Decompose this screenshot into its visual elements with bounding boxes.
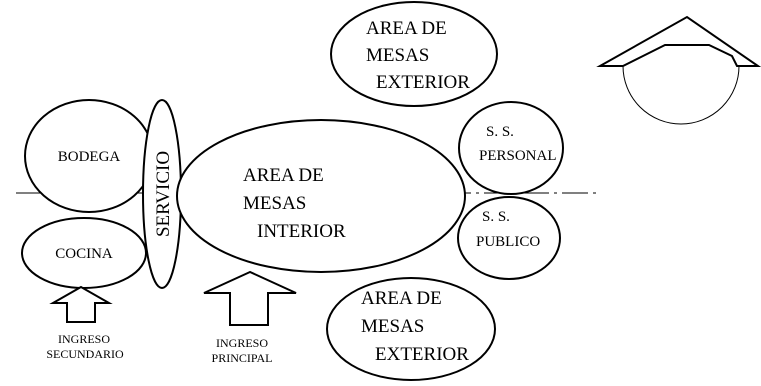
ss-personal-line2: PERSONAL [479,148,557,164]
exterior-top-line3: EXTERIOR [376,72,470,93]
exterior-bottom-line3: EXTERIOR [375,344,469,365]
exterior-bottom-line1: AREA DE [361,288,442,309]
interior-line1: AREA DE [243,165,324,186]
cocina-label: COCINA [55,246,113,262]
bodega-label: BODEGA [58,149,121,165]
zone-exterior-top: AREA DE MESAS EXTERIOR [330,1,498,107]
exterior-top-bubble [330,1,498,107]
ss-personal-bubble [458,101,564,195]
ss-publico-line1: S. S. [482,209,510,225]
secondary-entrance-arrow [49,285,113,323]
ss-personal-line1: S. S. [486,124,514,140]
servicio-label: SERVICIO [153,151,174,237]
roof-symbol-circle [622,65,740,125]
interior-line2: MESAS [243,193,306,214]
main-entrance-line1: INGRESO [216,336,268,350]
roof-symbol [596,15,761,125]
interior-bubble [176,119,466,273]
secondary-entrance-line2: SECUNDARIO [46,347,124,361]
zone-interior: AREA DE MESAS INTERIOR [176,119,466,273]
ss-publico-bubble [457,196,561,280]
roof-symbol-outer-roof [596,15,761,67]
secondary-entrance-line1: INGRESO [58,332,110,346]
main-entrance-arrow [203,270,297,326]
zone-exterior-bottom: AREA DE MESAS EXTERIOR [326,277,496,381]
exterior-top-line1: AREA DE [366,18,447,39]
ss-publico-line2: PUBLICO [476,234,540,250]
zone-ss-personal: S. S. PERSONAL [458,101,564,195]
entrance-secondary: INGRESO SECUNDARIO [46,285,124,361]
zone-ss-publico: S. S. PUBLICO [457,196,561,280]
exterior-bottom-line2: MESAS [361,316,424,337]
zone-bodega: BODEGA [24,99,154,213]
exterior-bottom-bubble [326,277,496,381]
exterior-top-line2: MESAS [366,45,429,66]
zone-cocina: COCINA [21,217,147,289]
zone-servicio: SERVICIO [142,99,182,289]
main-entrance-line2: PRINCIPAL [212,351,273,365]
entrance-main: INGRESO PRINCIPAL [203,270,297,365]
interior-line3: INTERIOR [257,221,346,242]
